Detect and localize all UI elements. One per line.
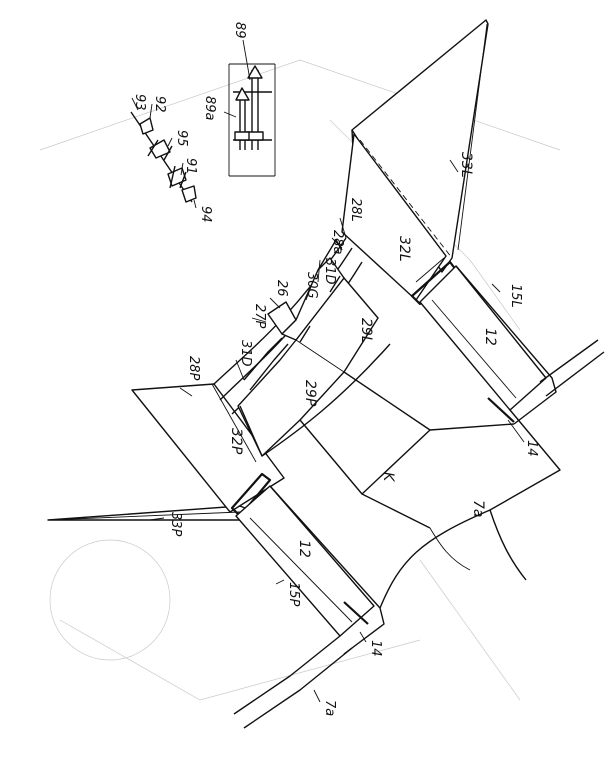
label-30G: 30G — [304, 272, 319, 299]
label-92: 92 — [152, 96, 167, 113]
fin-33P — [47, 505, 251, 521]
ridge-piece — [267, 239, 345, 343]
fastener-exploded — [130, 97, 197, 209]
inset-detail-89 — [223, 39, 276, 177]
foundation-7a — [379, 409, 561, 609]
label-15L: 15L — [508, 284, 523, 308]
label-93: 93 — [132, 94, 147, 111]
panel-32P — [131, 383, 285, 518]
label-32L: 32L — [396, 236, 412, 262]
label-89: 89 — [232, 22, 247, 39]
label-31D-top: 31D — [322, 258, 337, 285]
label-15P: 15P — [286, 582, 301, 607]
label-14-left: 14 — [368, 640, 383, 657]
label-14-right: 14 — [524, 440, 539, 457]
side-arch-31D-left — [243, 337, 289, 391]
roof-panels — [237, 277, 391, 457]
label-27P: 27P — [252, 304, 267, 329]
main-assembly — [47, 19, 605, 729]
leader-lines — [149, 159, 525, 703]
central-cavity-K — [299, 371, 515, 529]
label-K: K — [380, 472, 396, 483]
labels: 89 89a 93 92 95 91 94 33L 28L 28a 32L 31… — [132, 22, 539, 716]
label-94: 94 — [198, 206, 213, 223]
label-31D-left: 31D — [238, 340, 253, 367]
bolt-lower — [234, 87, 250, 150]
base-beam-left — [233, 485, 385, 729]
label-7a-left: 7a — [322, 700, 337, 716]
label-7a-right: 7a — [470, 500, 486, 518]
label-28P: 28P — [186, 356, 201, 381]
label-32P: 32P — [228, 428, 244, 455]
label-28L: 28L — [348, 198, 363, 222]
label-29L: 29L — [358, 318, 374, 344]
label-33L: 33L — [458, 152, 474, 178]
bolt-upper — [246, 65, 264, 150]
label-33P: 33P — [168, 512, 183, 537]
label-12-right: 12 — [482, 328, 498, 346]
label-91: 91 — [183, 158, 198, 175]
label-28a: 28a — [330, 230, 345, 255]
label-12-left: 12 — [296, 540, 312, 558]
label-29P: 29P — [302, 380, 318, 407]
label-89a: 89a — [202, 96, 217, 121]
base-beam-right — [419, 265, 605, 425]
label-95: 95 — [174, 130, 189, 147]
label-26: 26 — [274, 280, 289, 297]
